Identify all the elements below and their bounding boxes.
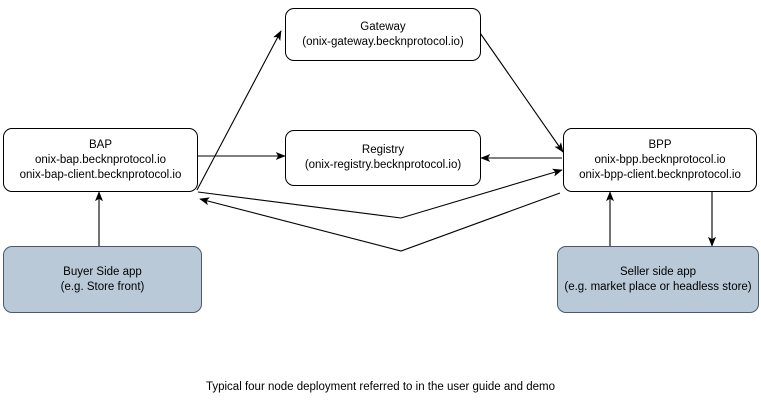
node-gateway-title: Gateway <box>360 20 406 33</box>
node-registry-title: Registry <box>361 144 405 156</box>
node-gateway[interactable]: Gateway (onix-gateway.becknprotocol.io) <box>285 8 481 61</box>
node-registry[interactable]: Registry (onix-registry.becknprotocol.io… <box>285 130 481 186</box>
edge-bap-to-gateway <box>196 30 282 191</box>
node-gateway-host: (onix-gateway.becknprotocol.io) <box>302 35 464 48</box>
node-bap-title: BAP <box>88 138 112 151</box>
node-seller-side-app-subtitle: (e.g. market place or headless store) <box>564 280 752 293</box>
node-registry-host: (onix-registry.becknprotocol.io) <box>304 159 462 171</box>
diagram-caption: Typical four node deployment referred to… <box>205 381 556 393</box>
node-buyer-side-app[interactable]: Buyer Side app (e.g. Store front) <box>3 246 202 313</box>
node-bap[interactable]: BAP onix-bap.becknprotocol.io onix-bap-c… <box>3 128 198 192</box>
node-bap-host-1: onix-bap.becknprotocol.io <box>34 153 167 166</box>
node-buyer-side-app-title: Buyer Side app <box>63 265 142 278</box>
node-bpp-host-2: onix-bpp-client.becknprotocol.io <box>579 168 741 181</box>
node-bpp-title: BPP <box>648 138 672 151</box>
node-seller-side-app-title: Seller side app <box>619 265 697 278</box>
node-bpp[interactable]: BPP onix-bpp.becknprotocol.io onix-bpp-c… <box>563 128 757 192</box>
node-buyer-side-app-subtitle: (e.g. Store front) <box>60 280 145 293</box>
edge-gateway-to-bpp <box>477 29 564 153</box>
node-seller-side-app[interactable]: Seller side app (e.g. market place or he… <box>557 246 759 313</box>
node-bap-host-2: onix-bap-client.becknprotocol.io <box>19 168 182 181</box>
edge-bpp-to-bap <box>199 192 561 252</box>
node-bpp-host-1: onix-bpp.becknprotocol.io <box>594 153 726 166</box>
